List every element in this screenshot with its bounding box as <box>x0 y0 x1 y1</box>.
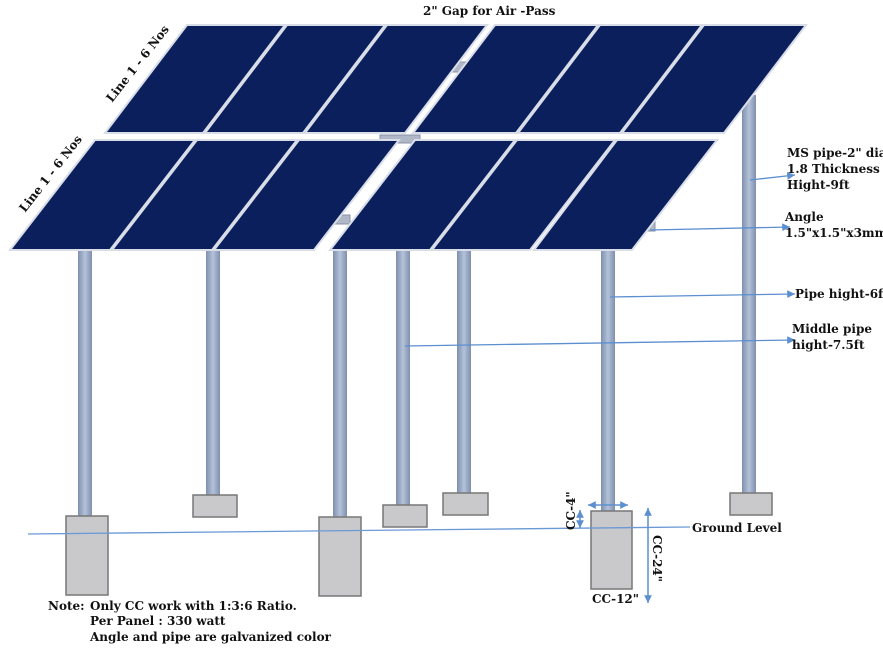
solar-panel <box>327 139 518 251</box>
solar-panel <box>202 24 388 134</box>
solar-panel <box>109 139 300 251</box>
pipe-height-label: Pipe hight-6ft <box>795 287 883 301</box>
ms-pipe-label: MS pipe-2" dia <box>787 146 883 160</box>
panel-row-front <box>7 139 720 251</box>
footings <box>65 492 773 597</box>
middle-pipe-height: hight-7.5ft <box>792 338 865 352</box>
angle-label: Angle <box>784 210 824 224</box>
angle-size: 1.5"x1.5"x3mm <box>785 226 883 240</box>
solar-panel <box>619 24 809 134</box>
annotation-arrows <box>404 171 796 603</box>
note-line: Angle and pipe are galvanized color <box>89 630 332 644</box>
solar-panel <box>410 24 601 134</box>
ground-level-line <box>27 526 691 535</box>
solar-panel <box>102 24 288 134</box>
solar-panel <box>429 139 618 251</box>
panel-row-back <box>102 24 809 134</box>
footing <box>590 510 633 590</box>
cc-24-label: CC-24" <box>650 535 664 582</box>
pipe <box>601 245 615 515</box>
note-line: Only CC work with 1:3:6 Ratio. <box>90 599 297 613</box>
ground-level-label: Ground Level <box>692 521 782 535</box>
note-line: Per Panel : 330 watt <box>90 614 226 628</box>
footing <box>442 492 489 516</box>
ms-pipe-height: Hight-9ft <box>787 178 850 192</box>
solar-panel <box>531 139 720 251</box>
footing <box>729 492 773 516</box>
note-title: Note: <box>48 599 85 613</box>
solar-panel <box>7 139 198 251</box>
middle-pipe-label: Middle pipe <box>792 322 872 336</box>
pipe <box>78 245 92 517</box>
solar-panel <box>211 139 402 251</box>
footing <box>318 516 362 597</box>
solar-panel <box>515 24 705 134</box>
footing <box>65 515 109 596</box>
pipe <box>206 245 220 497</box>
footing <box>382 504 428 528</box>
cc-4-label: CC-4" <box>564 491 578 530</box>
footing <box>192 494 238 518</box>
pipe <box>333 245 347 519</box>
cc-12-label: CC-12" <box>592 592 639 606</box>
ms-pipe-thickness: 1.8 Thickness <box>787 162 880 176</box>
air-gap-label: 2" Gap for Air -Pass <box>423 4 556 18</box>
pipes <box>78 95 756 519</box>
pipe <box>396 245 410 507</box>
pipe <box>457 245 471 495</box>
solar-panel <box>302 24 490 134</box>
